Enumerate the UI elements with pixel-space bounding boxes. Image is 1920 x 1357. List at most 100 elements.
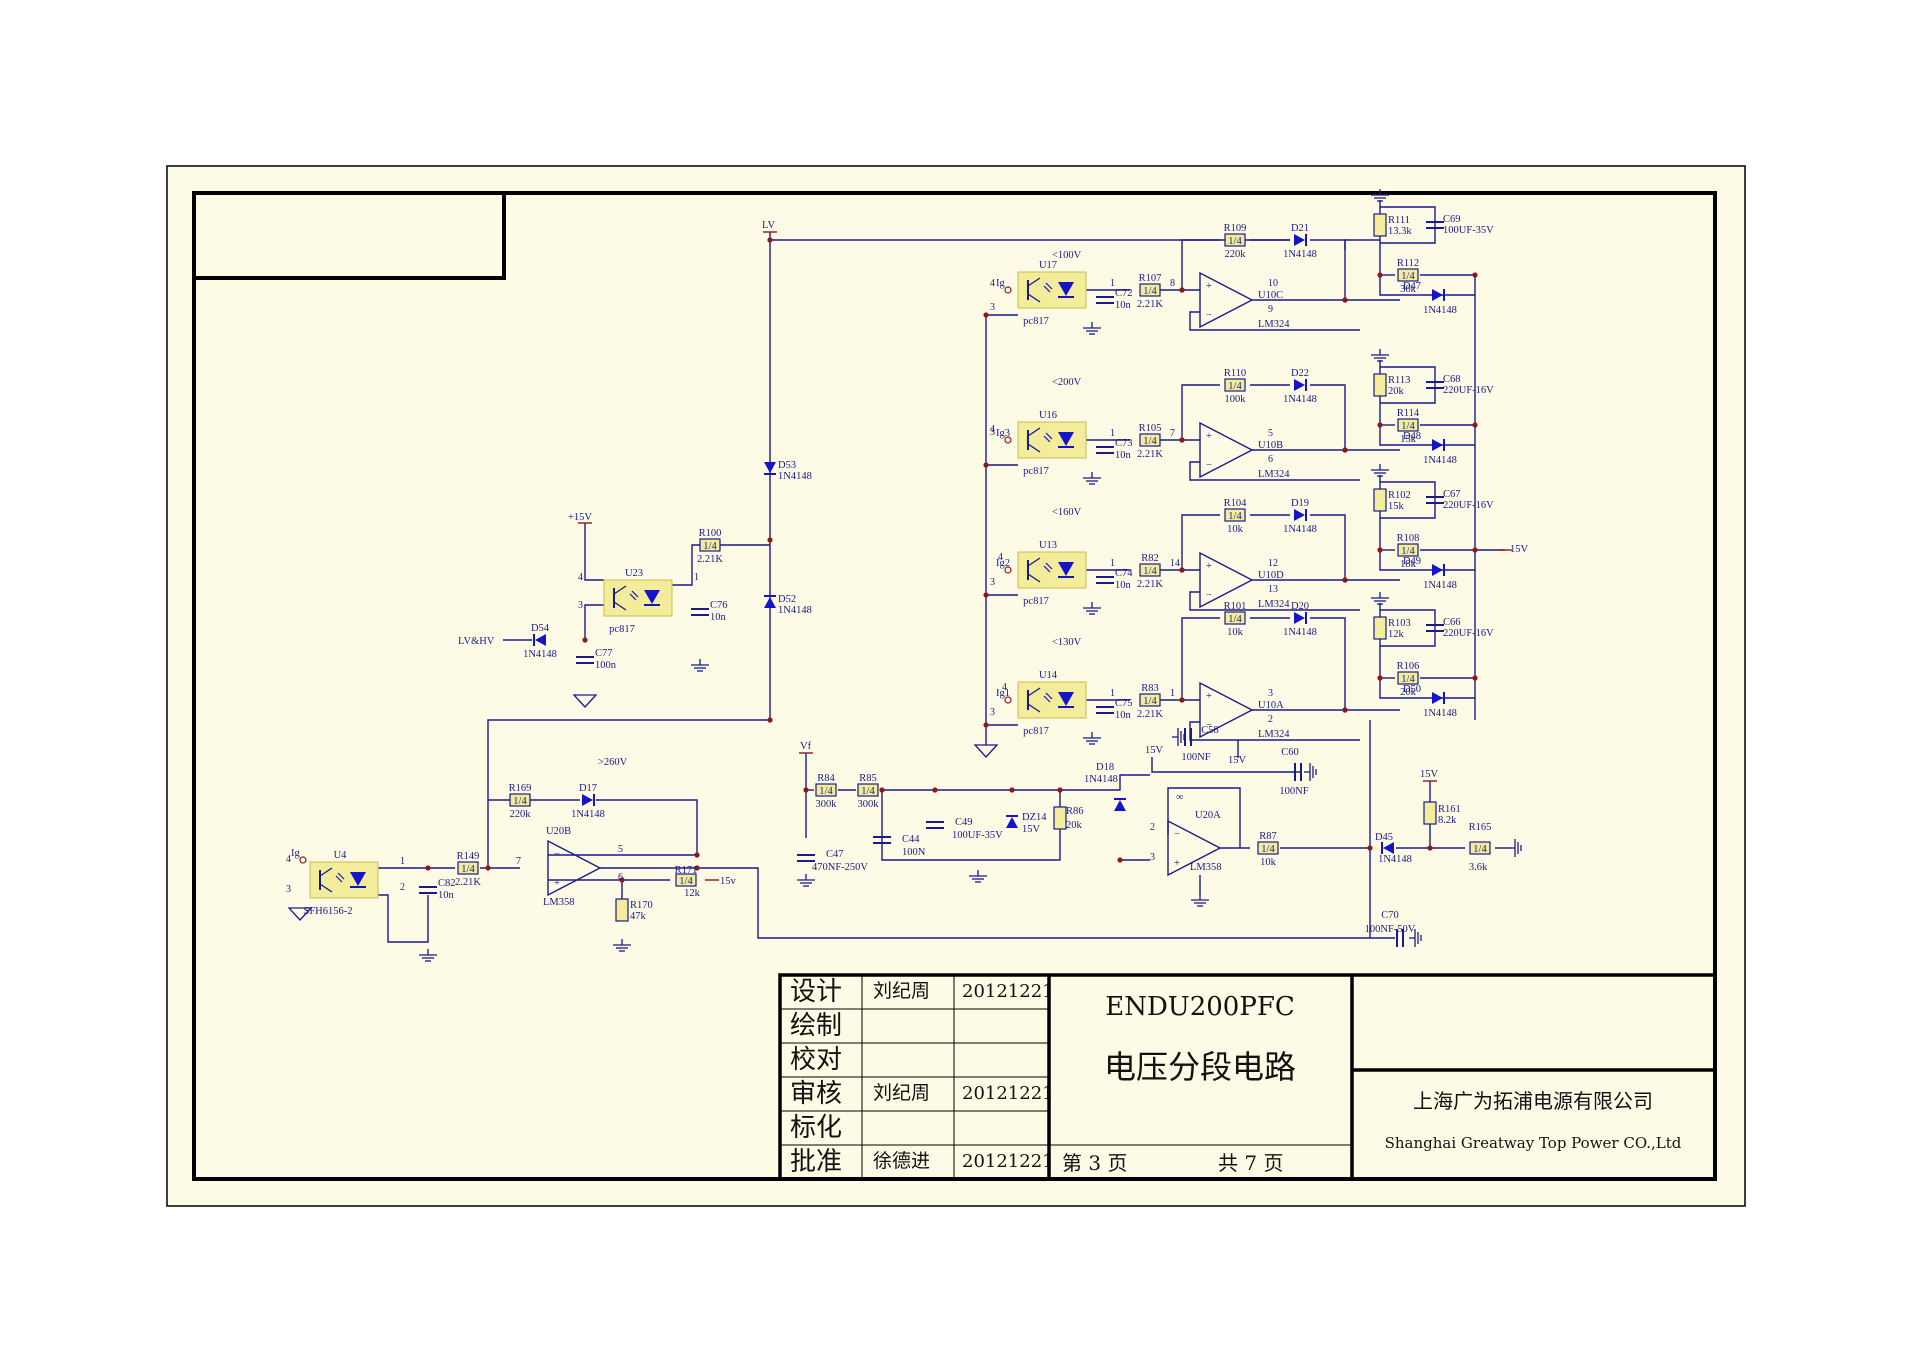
value-r169: 220k — [510, 809, 532, 820]
value-r114: 15k — [1400, 434, 1417, 445]
resistor-r171: 1/4 — [675, 873, 697, 887]
power-rating: 1/4 — [1143, 696, 1157, 707]
opamp-u10b: +− — [1199, 421, 1254, 479]
opamp-input-sign: + — [1174, 858, 1180, 869]
ref-c60: C60 — [1281, 747, 1299, 758]
value-d19: 1N4148 — [1283, 524, 1317, 535]
junction-dot — [803, 787, 809, 793]
resistor-r101: 1/4 — [1224, 611, 1246, 625]
ground-symbol — [1371, 592, 1389, 605]
resistor-r112: 1/4 — [1397, 268, 1419, 282]
wire — [880, 774, 1150, 791]
net-label-ig2: Ig2 — [996, 558, 1010, 569]
value-c69: 100UF-35V — [1443, 225, 1494, 236]
junction-dot — [1472, 422, 1478, 428]
junction-dot — [1057, 787, 1063, 793]
title-role: 批准 — [790, 1147, 842, 1177]
ref-c82: C82 — [438, 878, 456, 889]
ground-symbol — [1371, 189, 1389, 202]
wire — [378, 894, 429, 943]
pin-number: 4 — [990, 424, 995, 435]
diode-dz14 — [1006, 815, 1018, 828]
resistor-r161 — [1423, 801, 1437, 825]
power-rating: 1/4 — [1228, 614, 1242, 625]
resistor-r84: 1/4 — [815, 783, 837, 797]
capacitor-c72 — [1096, 296, 1114, 304]
pin-number: 4 — [1002, 682, 1007, 693]
junction-dot — [1179, 567, 1185, 573]
pin-number: 1 — [400, 856, 405, 867]
wire — [600, 867, 1370, 939]
input-port — [1004, 696, 1012, 704]
ground-symbol — [797, 874, 815, 887]
value-u10a: LM324 — [1258, 729, 1290, 740]
ref-r161: R161 — [1438, 804, 1461, 815]
net-label-v15d: 15V — [1228, 755, 1247, 766]
junction-dot — [1377, 422, 1383, 428]
resistor-r165: 1/4 — [1469, 841, 1491, 855]
capacitor-c73 — [1096, 446, 1114, 454]
resistor-r103 — [1373, 616, 1387, 640]
junction-dot — [983, 592, 989, 598]
value-r107: 2.21K — [1137, 299, 1163, 310]
value-r105: 2.21K — [1137, 449, 1163, 460]
pin-number: 3 — [990, 427, 995, 438]
value-u13: pc817 — [1023, 596, 1049, 607]
junction-dot — [767, 537, 773, 543]
junction-dot — [932, 787, 938, 793]
junction-dot — [1179, 697, 1185, 703]
net-label-gt260: >260V — [598, 757, 628, 768]
pin-number: 10 — [1268, 278, 1278, 289]
wire — [1380, 609, 1436, 647]
title-role: 设计 — [790, 977, 842, 1007]
resistor-r110: 1/4 — [1224, 378, 1246, 392]
junction-dot — [1427, 845, 1433, 851]
junction-dot — [1009, 787, 1015, 793]
ref-r105: R105 — [1139, 423, 1162, 434]
ref-u10c: U10C — [1258, 290, 1283, 301]
value-d45: 1N4148 — [1378, 854, 1412, 865]
value-d52: 1N4148 — [778, 605, 812, 616]
value-c74: 10n — [1115, 580, 1132, 591]
pin-number: 8 — [1170, 278, 1175, 289]
wire — [1189, 311, 1360, 331]
ref-r84: R84 — [817, 773, 835, 784]
ground-symbol — [1083, 472, 1101, 485]
resistor-r169: 1/4 — [509, 793, 531, 807]
junction-dot — [1342, 447, 1348, 453]
model-number: ENDU200PFC — [1105, 992, 1295, 1022]
value-u10c: LM324 — [1258, 319, 1290, 330]
value-c82: 10n — [438, 890, 455, 901]
junction-dot — [1377, 675, 1383, 681]
value-r161: 8.2k — [1438, 815, 1457, 826]
value-r165: 3.6k — [1469, 862, 1488, 873]
junction-dot — [1342, 707, 1348, 713]
power-rating: 1/4 — [1228, 381, 1242, 392]
ref-r107: R107 — [1139, 273, 1162, 284]
net-label-ig: Ig — [291, 848, 300, 859]
ref-c74: C74 — [1115, 568, 1133, 579]
net-label-v15c: 15V — [1510, 544, 1529, 555]
power-rating: 1/4 — [703, 541, 717, 552]
junction-dot — [1472, 272, 1478, 278]
value-d18: 1N4148 — [1084, 774, 1118, 785]
opamp-input-sign: − — [1206, 310, 1212, 321]
junction-dot — [983, 722, 989, 728]
ref-d47: D47 — [1403, 281, 1421, 292]
ref-u10d: U10D — [1258, 570, 1284, 581]
ref-r83: R83 — [1141, 683, 1159, 694]
ref-d20: D20 — [1291, 601, 1309, 612]
value-r108: 18k — [1400, 559, 1417, 570]
resistor-r108: 1/4 — [1397, 543, 1419, 557]
value-c67: 220UF-16V — [1443, 500, 1494, 511]
ref-d54: D54 — [531, 623, 550, 634]
opamp-u10c: +− — [1199, 271, 1254, 329]
ref-c58: C58 — [1201, 725, 1219, 736]
optocoupler-u4 — [309, 861, 379, 899]
value-u23: pc817 — [609, 624, 635, 635]
opamp-input-sign: + — [554, 878, 560, 889]
ref-d18: D18 — [1096, 762, 1114, 773]
ref-r108: R108 — [1397, 533, 1420, 544]
ref-c47: C47 — [826, 849, 844, 860]
value-c77: 100n — [595, 660, 617, 671]
